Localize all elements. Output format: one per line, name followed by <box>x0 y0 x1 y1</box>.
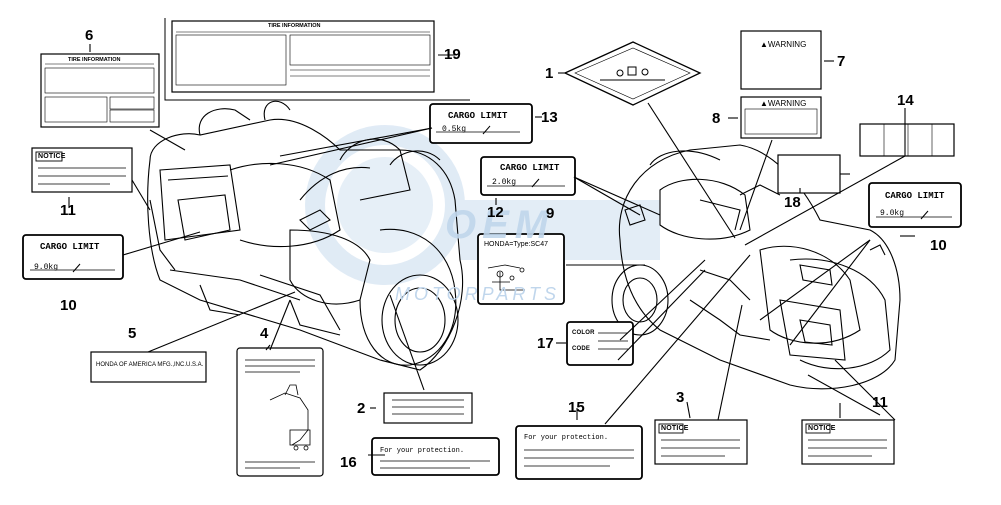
callout-19: 19 <box>444 46 461 63</box>
notice-callout-frames <box>35 151 831 434</box>
right-motorcycle-outline <box>611 144 901 390</box>
notice-label-11: NOTICE <box>808 425 836 432</box>
notice-label-left: NOTICE <box>38 153 66 160</box>
watermark-oem: OEM <box>445 203 555 247</box>
cargo-12-value: 2.0kg <box>492 178 517 187</box>
callout-12: 12 <box>487 204 504 221</box>
callout-13: 13 <box>541 109 558 126</box>
notice-label-3: NOTICE <box>661 425 689 432</box>
cargo-10-left-title: CARGO LIMIT <box>40 242 100 252</box>
callout-2: 2 <box>357 400 366 417</box>
cargo-10-right-value: 9.0kg <box>880 209 905 218</box>
callout-15: 15 <box>568 399 585 416</box>
callout-5: 5 <box>128 325 137 342</box>
callout-3: 3 <box>676 389 685 406</box>
tire-info-small-title: TIRE INFORMATION <box>68 57 121 63</box>
cargo-12-title: CARGO LIMIT <box>500 163 560 173</box>
callout-1: 1 <box>545 65 554 82</box>
callout-17: 17 <box>537 335 554 352</box>
cargo-13-title: CARGO LIMIT <box>448 111 508 121</box>
callout-6: 6 <box>85 27 94 44</box>
callout-10-left: 10 <box>60 297 77 314</box>
callout-11-left: 11 <box>60 202 76 219</box>
watermark-motorparts: MOTORPARTS <box>395 284 561 304</box>
callout-11-right: 11 <box>872 394 888 411</box>
cargo-10-left-value: 9.0kg <box>34 263 59 272</box>
label-boxes <box>22 20 962 480</box>
color-label: COLOR <box>572 330 595 336</box>
callout-9: 9 <box>546 205 555 222</box>
callout-10-right: 10 <box>930 237 947 254</box>
watermark-logo <box>305 125 660 285</box>
tire-info-large-title: TIRE INFORMATION <box>268 23 321 29</box>
protection-16-label: For your protection. <box>380 447 465 455</box>
honda-type-label: HONDA=Type:SC47 <box>484 241 548 248</box>
protection-15-label: For your protection. <box>524 434 609 442</box>
warning-label-a: ▲WARNING <box>760 40 807 49</box>
callout-18: 18 <box>784 194 801 211</box>
cargo-10-right-title: CARGO LIMIT <box>885 191 945 201</box>
callout-8: 8 <box>712 110 721 127</box>
callout-14: 14 <box>897 92 914 109</box>
honda-america-label: HONDA OF AMERICA MFG.,INC.U.S.A. <box>96 362 204 368</box>
callout-16: 16 <box>340 454 357 471</box>
tire-bracket <box>164 18 470 101</box>
left-motorcycle-outline <box>147 100 464 371</box>
cargo-13-value: 0.5kg <box>442 125 467 134</box>
code-label: CODE <box>572 346 591 352</box>
warning-label-b: ▲WARNING <box>760 99 807 108</box>
leader-lines <box>68 44 915 456</box>
callout-4: 4 <box>260 325 269 342</box>
callout-7: 7 <box>837 53 846 70</box>
label-inner-lines <box>30 131 952 469</box>
cargo-slash-marks <box>72 125 929 273</box>
diamond-label <box>563 41 702 106</box>
